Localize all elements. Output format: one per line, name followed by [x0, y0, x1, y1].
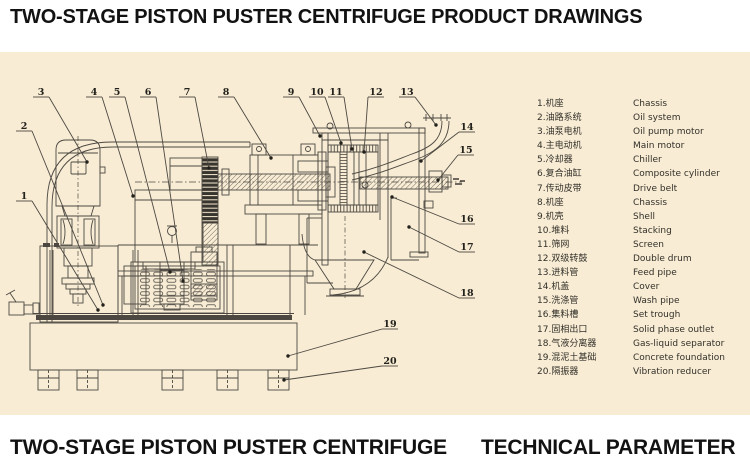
parts-list-row: 3.油泵电机 Oil pump motor: [537, 125, 747, 139]
parts-list-row: 13.进料管 Feed pipe: [537, 266, 747, 280]
chiller-group: [123, 225, 218, 311]
wash-pipe-group: [359, 170, 465, 193]
part-name-en: Chiller: [633, 155, 662, 166]
callout-15: 15: [459, 145, 472, 156]
part-number-cn: 20.隔振器: [537, 366, 579, 377]
callout-6: 6: [145, 87, 152, 98]
part-name-en: Shell: [633, 211, 655, 222]
footer-title-right: TECHNICAL PARAMETER: [480, 436, 736, 459]
parts-list-row: 19.混泥土基础 Concrete foundation: [537, 351, 747, 365]
callout-11: 11: [329, 87, 342, 98]
drawing-area: [0, 52, 750, 415]
oil-pump-motor-group: [55, 136, 106, 308]
bearing-pedestal-group: [244, 143, 323, 245]
funnel-group: [301, 216, 375, 298]
callout-5: 5: [114, 87, 121, 98]
part-number-cn: 9.机壳: [537, 211, 564, 222]
parts-list-row: 1.机座 Chassis: [537, 97, 747, 111]
parts-list-row: 16.集料槽 Set trough: [537, 308, 747, 322]
callout-9: 9: [288, 87, 295, 98]
parts-list-row: 6.复合油缸 Composite cylinder: [537, 167, 747, 181]
footer-title-left: TWO-STAGE PISTON PUSTER CENTRIFUGE: [10, 436, 447, 459]
callout-4: 4: [91, 87, 98, 98]
part-name-en: Solid phase outlet: [633, 324, 715, 335]
part-number-cn: 5.冷却器: [537, 155, 573, 166]
part-number-cn: 16.集料槽: [537, 310, 579, 321]
part-number-cn: 1.机座: [537, 99, 564, 109]
part-name-en: Main motor: [633, 141, 685, 152]
callout-8: 8: [223, 87, 230, 98]
drain-valve-group: [5, 289, 40, 316]
parts-list-row: 20.隔振器 Vibration reducer: [537, 365, 747, 379]
part-name-en: Gas-liquid separator: [633, 338, 725, 349]
part-number-cn: 14.机盖: [537, 282, 570, 293]
callout-20: 20: [383, 356, 397, 367]
part-name-en: Vibration reducer: [633, 366, 712, 377]
callout-17: 17: [460, 242, 473, 253]
part-name-en: Stacking: [633, 225, 672, 236]
part-number-cn: 7.传动皮带: [537, 183, 582, 194]
callout-14: 14: [460, 122, 474, 133]
part-number-cn: 19.混泥土基础: [537, 352, 597, 363]
part-number-cn: 13.进料管: [537, 268, 579, 279]
callout-3: 3: [38, 87, 45, 98]
part-number-cn: 18.气液分离器: [537, 338, 597, 349]
page-title: TWO-STAGE PISTON PUSTER CENTRIFUGE PRODU…: [10, 6, 643, 28]
part-name-en: Set trough: [633, 310, 681, 321]
parts-list-row: 5.冷却器 Chiller: [537, 153, 747, 167]
parts-list-row: 7.传动皮带 Drive belt: [537, 182, 747, 196]
part-name-en: Concrete foundation: [633, 352, 725, 363]
part-name-en: Double drum: [633, 254, 692, 265]
part-number-cn: 10.堆料: [537, 225, 570, 236]
parts-list-row: 18.气液分离器 Gas-liquid separator: [537, 337, 747, 351]
callout-13: 13: [400, 87, 413, 98]
part-name-en: Composite cylinder: [633, 169, 720, 180]
part-number-cn: 8.机座: [537, 197, 564, 208]
parts-list: 1.机座 Chassis 2.油路系统 Oil system 3.油泵电机 Oil pum…: [537, 97, 747, 379]
parts-list-row: 14.机盖 Cover: [537, 280, 747, 294]
callout-10: 10: [310, 87, 324, 98]
callout-1: 1: [21, 191, 28, 202]
callout-19: 19: [383, 319, 397, 330]
callout-12: 12: [369, 87, 382, 98]
drive-belt-group: [201, 156, 219, 266]
part-number-cn: 11.筛网: [537, 239, 570, 250]
parts-list-row: 9.机壳 Shell: [537, 210, 747, 224]
parts-list-row: 4.主电动机 Main motor: [537, 139, 747, 153]
parts-list-row: 2.油路系统 Oil system: [537, 111, 747, 125]
part-name-en: Cover: [633, 282, 660, 293]
part-number-cn: 15.洗涤管: [537, 296, 579, 307]
part-number-cn: 6.复合油缸: [537, 169, 582, 180]
part-name-en: Chassis: [633, 99, 668, 109]
parts-list-row: 12.双级转鼓 Double drum: [537, 252, 747, 266]
part-name-en: Oil system: [633, 113, 681, 124]
belt-guard-arc: [46, 141, 251, 322]
parts-list-row: 8.机座 Chassis: [537, 196, 747, 210]
part-name-en: Wash pipe: [633, 296, 680, 307]
part-name-en: Feed pipe: [633, 268, 677, 279]
part-number-cn: 3.油泵电机: [537, 127, 582, 138]
part-name-en: Screen: [633, 239, 664, 250]
callout-2: 2: [21, 121, 28, 132]
footer-title: TWO-STAGE PISTON PUSTER CENTRIFUGE TECHN…: [10, 436, 750, 460]
part-number-cn: 17.固相出口: [537, 324, 588, 335]
callout-7: 7: [184, 87, 191, 98]
part-name-en: Chassis: [633, 197, 668, 208]
part-number-cn: 2.油路系统: [537, 113, 582, 124]
parts-list-row: 15.洗涤管 Wash pipe: [537, 294, 747, 308]
feed-pipe-group: [351, 114, 451, 181]
callout-16: 16: [460, 214, 474, 225]
part-name-en: Drive belt: [633, 183, 678, 194]
part-number-cn: 12.双级转鼓: [537, 254, 588, 265]
part-name-en: Oil pump motor: [633, 127, 704, 138]
part-number-cn: 4.主电动机: [537, 141, 582, 152]
base-foundation-group: [29, 313, 298, 391]
parts-list-row: 10.堆料 Stacking: [537, 224, 747, 238]
callout-18: 18: [460, 288, 474, 299]
parts-list-row: 11.筛网 Screen: [537, 238, 747, 252]
parts-list-row: 17.固相出口 Solid phase outlet: [537, 323, 747, 337]
